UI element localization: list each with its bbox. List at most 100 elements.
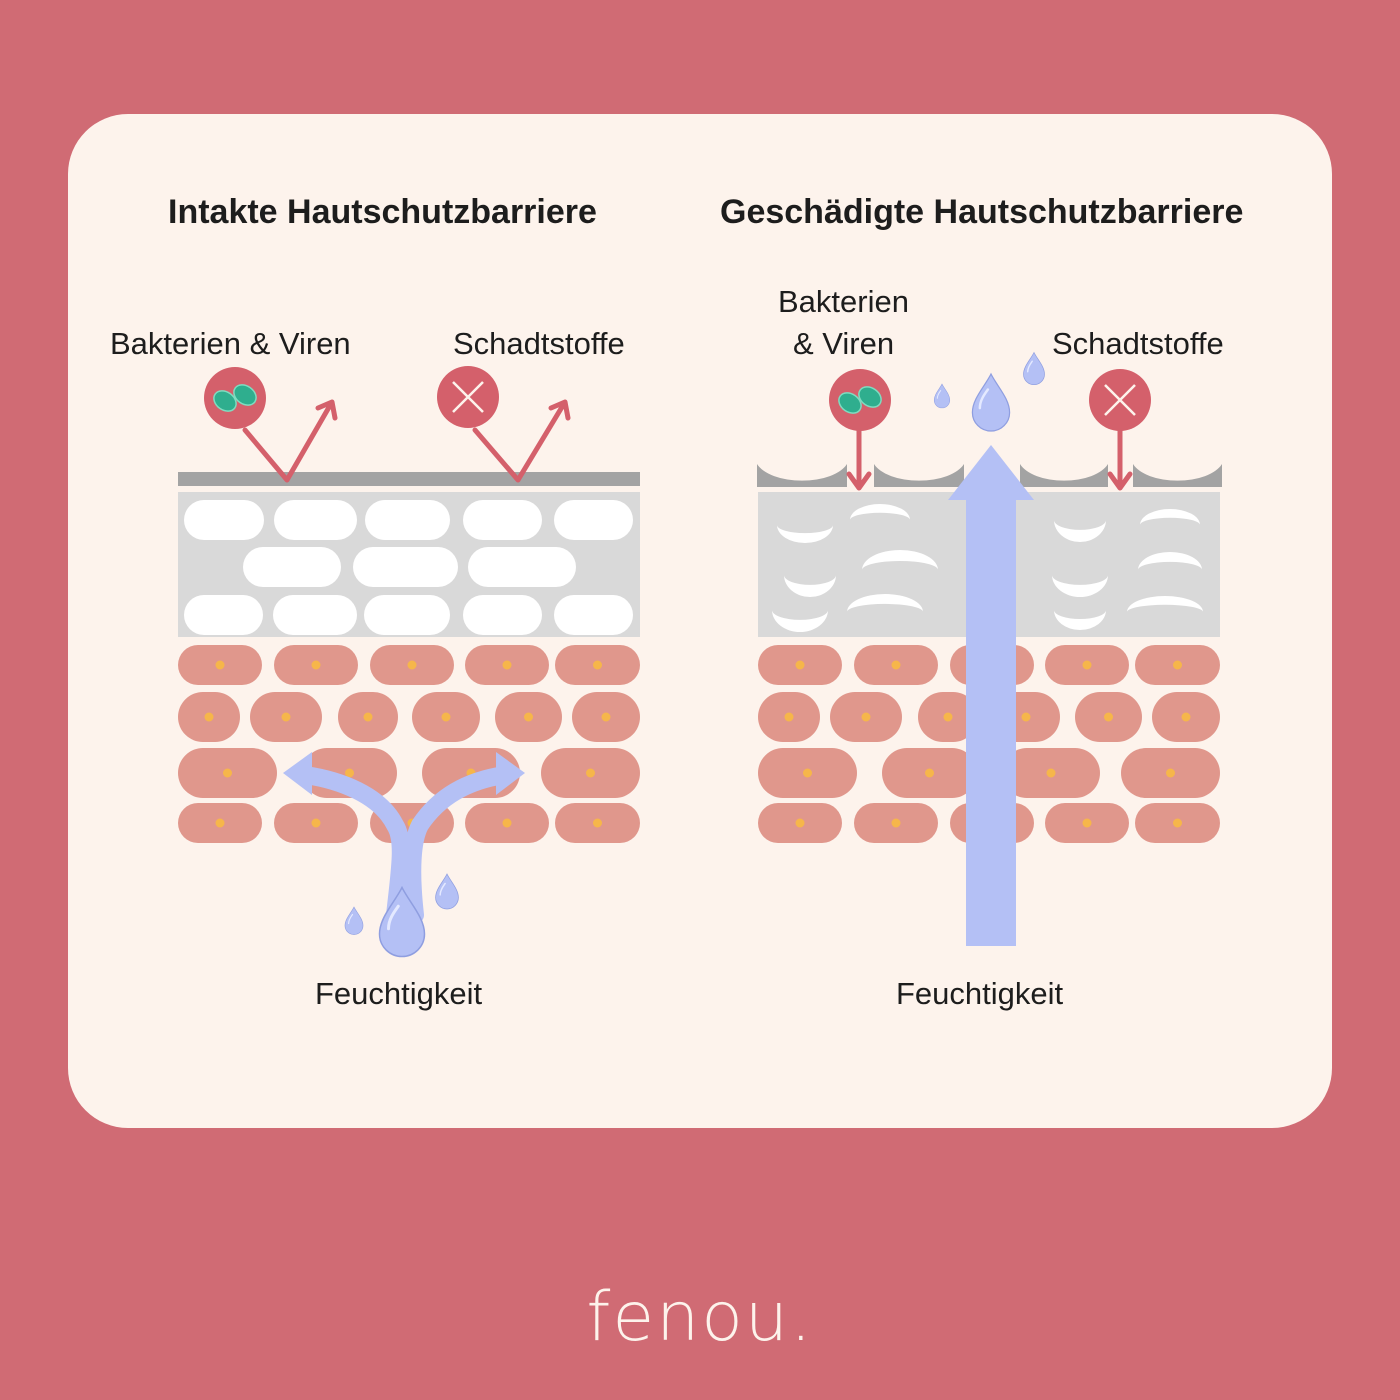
water-drop-icon	[435, 873, 459, 910]
cell-nucleus	[502, 818, 512, 828]
penetration-arrow	[846, 427, 872, 491]
drop-highlight	[387, 904, 400, 931]
cell-nucleus	[204, 712, 214, 722]
corneocyte	[274, 500, 357, 540]
cell-nucleus	[363, 712, 373, 722]
bacterium	[233, 384, 257, 406]
corneocyte	[184, 500, 264, 540]
fenou-logo: fenou.	[586, 1278, 814, 1357]
cell-nucleus	[795, 818, 805, 828]
water-drop-icon	[378, 885, 426, 958]
corneocyte	[554, 500, 633, 540]
cell-nucleus	[925, 768, 934, 778]
cell-nucleus	[861, 712, 871, 722]
broken-lipid-segment	[874, 464, 964, 487]
cell-nucleus	[524, 712, 533, 722]
cell-nucleus	[407, 660, 417, 670]
drop-highlight	[439, 882, 446, 896]
water-drop-icon	[971, 372, 1011, 432]
damaged-corneocyte	[850, 504, 910, 520]
cell-nucleus	[215, 818, 225, 828]
cell-nucleus	[784, 712, 794, 722]
damaged-corneocyte	[784, 575, 836, 597]
cell-nucleus	[593, 818, 602, 828]
drop-highlight	[978, 388, 990, 410]
cell-nucleus	[1181, 712, 1191, 722]
damaged-corneocyte	[1054, 610, 1106, 630]
damaged-corneocyte	[1054, 520, 1106, 542]
deflection-arrow	[242, 399, 338, 483]
cell-nucleus	[223, 768, 232, 778]
cell-nucleus	[1104, 712, 1113, 722]
lipid-layer	[178, 472, 640, 486]
damaged-title: Geschädigte Hautschutzbarriere	[720, 193, 1244, 231]
corneocyte	[554, 595, 633, 635]
drop-body	[971, 372, 1011, 432]
cell-nucleus	[586, 768, 595, 778]
corneocyte	[273, 595, 357, 635]
cell-nucleus	[1021, 712, 1031, 722]
cell-nucleus	[311, 660, 321, 670]
intact-pollutants-label: Schadtstoffe	[453, 326, 625, 361]
drop-body	[1023, 351, 1045, 385]
drop-highlight	[1026, 360, 1033, 373]
cell-nucleus	[1082, 660, 1092, 670]
damaged-corneocyte	[847, 594, 923, 612]
bacterium	[838, 392, 862, 414]
cell-nucleus	[1166, 768, 1175, 778]
corneocyte	[468, 547, 576, 587]
moisture-retained-arrow	[296, 766, 514, 924]
water-drop-icon	[344, 906, 364, 935]
broken-lipid-segment	[1133, 464, 1222, 487]
arrowhead	[283, 752, 312, 795]
corneocyte	[184, 595, 263, 635]
penetration-arrow	[1107, 427, 1133, 491]
cell-nucleus	[1173, 818, 1182, 828]
x-mark	[452, 381, 484, 413]
corneocyte	[463, 500, 542, 540]
cell-nucleus	[215, 660, 225, 670]
drop-body	[933, 383, 951, 409]
water-drop-icon	[1023, 351, 1045, 385]
drop-body	[344, 906, 364, 935]
drop-highlight	[936, 389, 942, 399]
damaged-corneocyte	[1052, 575, 1108, 597]
cell-nucleus	[803, 768, 812, 778]
cell-nucleus	[593, 660, 602, 670]
cell-nucleus	[891, 818, 901, 828]
deflection-arrow	[472, 399, 571, 483]
cell-nucleus	[601, 712, 611, 722]
cell-nucleus	[281, 712, 291, 722]
cell-nucleus	[345, 768, 354, 778]
damaged-corneocyte	[1140, 509, 1200, 525]
cell-nucleus	[441, 712, 451, 722]
bacterium	[213, 390, 237, 412]
cell-nucleus	[1173, 660, 1182, 670]
cell-nucleus	[795, 660, 805, 670]
cell-nucleus	[502, 660, 512, 670]
corneocyte	[365, 500, 450, 540]
drop-highlight	[347, 913, 354, 925]
arrowhead	[948, 445, 1034, 500]
drop-body	[435, 873, 459, 910]
corneocyte	[243, 547, 341, 587]
intact-title: Intakte Hautschutzbarriere	[168, 193, 597, 231]
moisture-loss-arrow	[966, 498, 1016, 946]
x-mark	[1104, 384, 1136, 416]
cell-nucleus	[311, 818, 321, 828]
intact-moisture-label: Feuchtigkeit	[315, 976, 483, 1011]
damaged-bacteria-label-2: & Viren	[793, 326, 895, 361]
cell-nucleus	[891, 660, 901, 670]
corneocyte	[364, 595, 450, 635]
damaged-corneocyte	[777, 525, 833, 543]
damaged-moisture-label: Feuchtigkeit	[896, 976, 1064, 1011]
corneocyte	[353, 547, 458, 587]
corneocyte	[463, 595, 542, 635]
damaged-corneocyte	[862, 550, 938, 570]
bacterium	[858, 386, 882, 408]
broken-lipid-segment	[1020, 464, 1108, 487]
damaged-bacteria-label-1: Bakterien	[778, 284, 909, 319]
intact-bacteria-label: Bakterien & Viren	[110, 326, 351, 361]
cell-nucleus	[1046, 768, 1056, 778]
